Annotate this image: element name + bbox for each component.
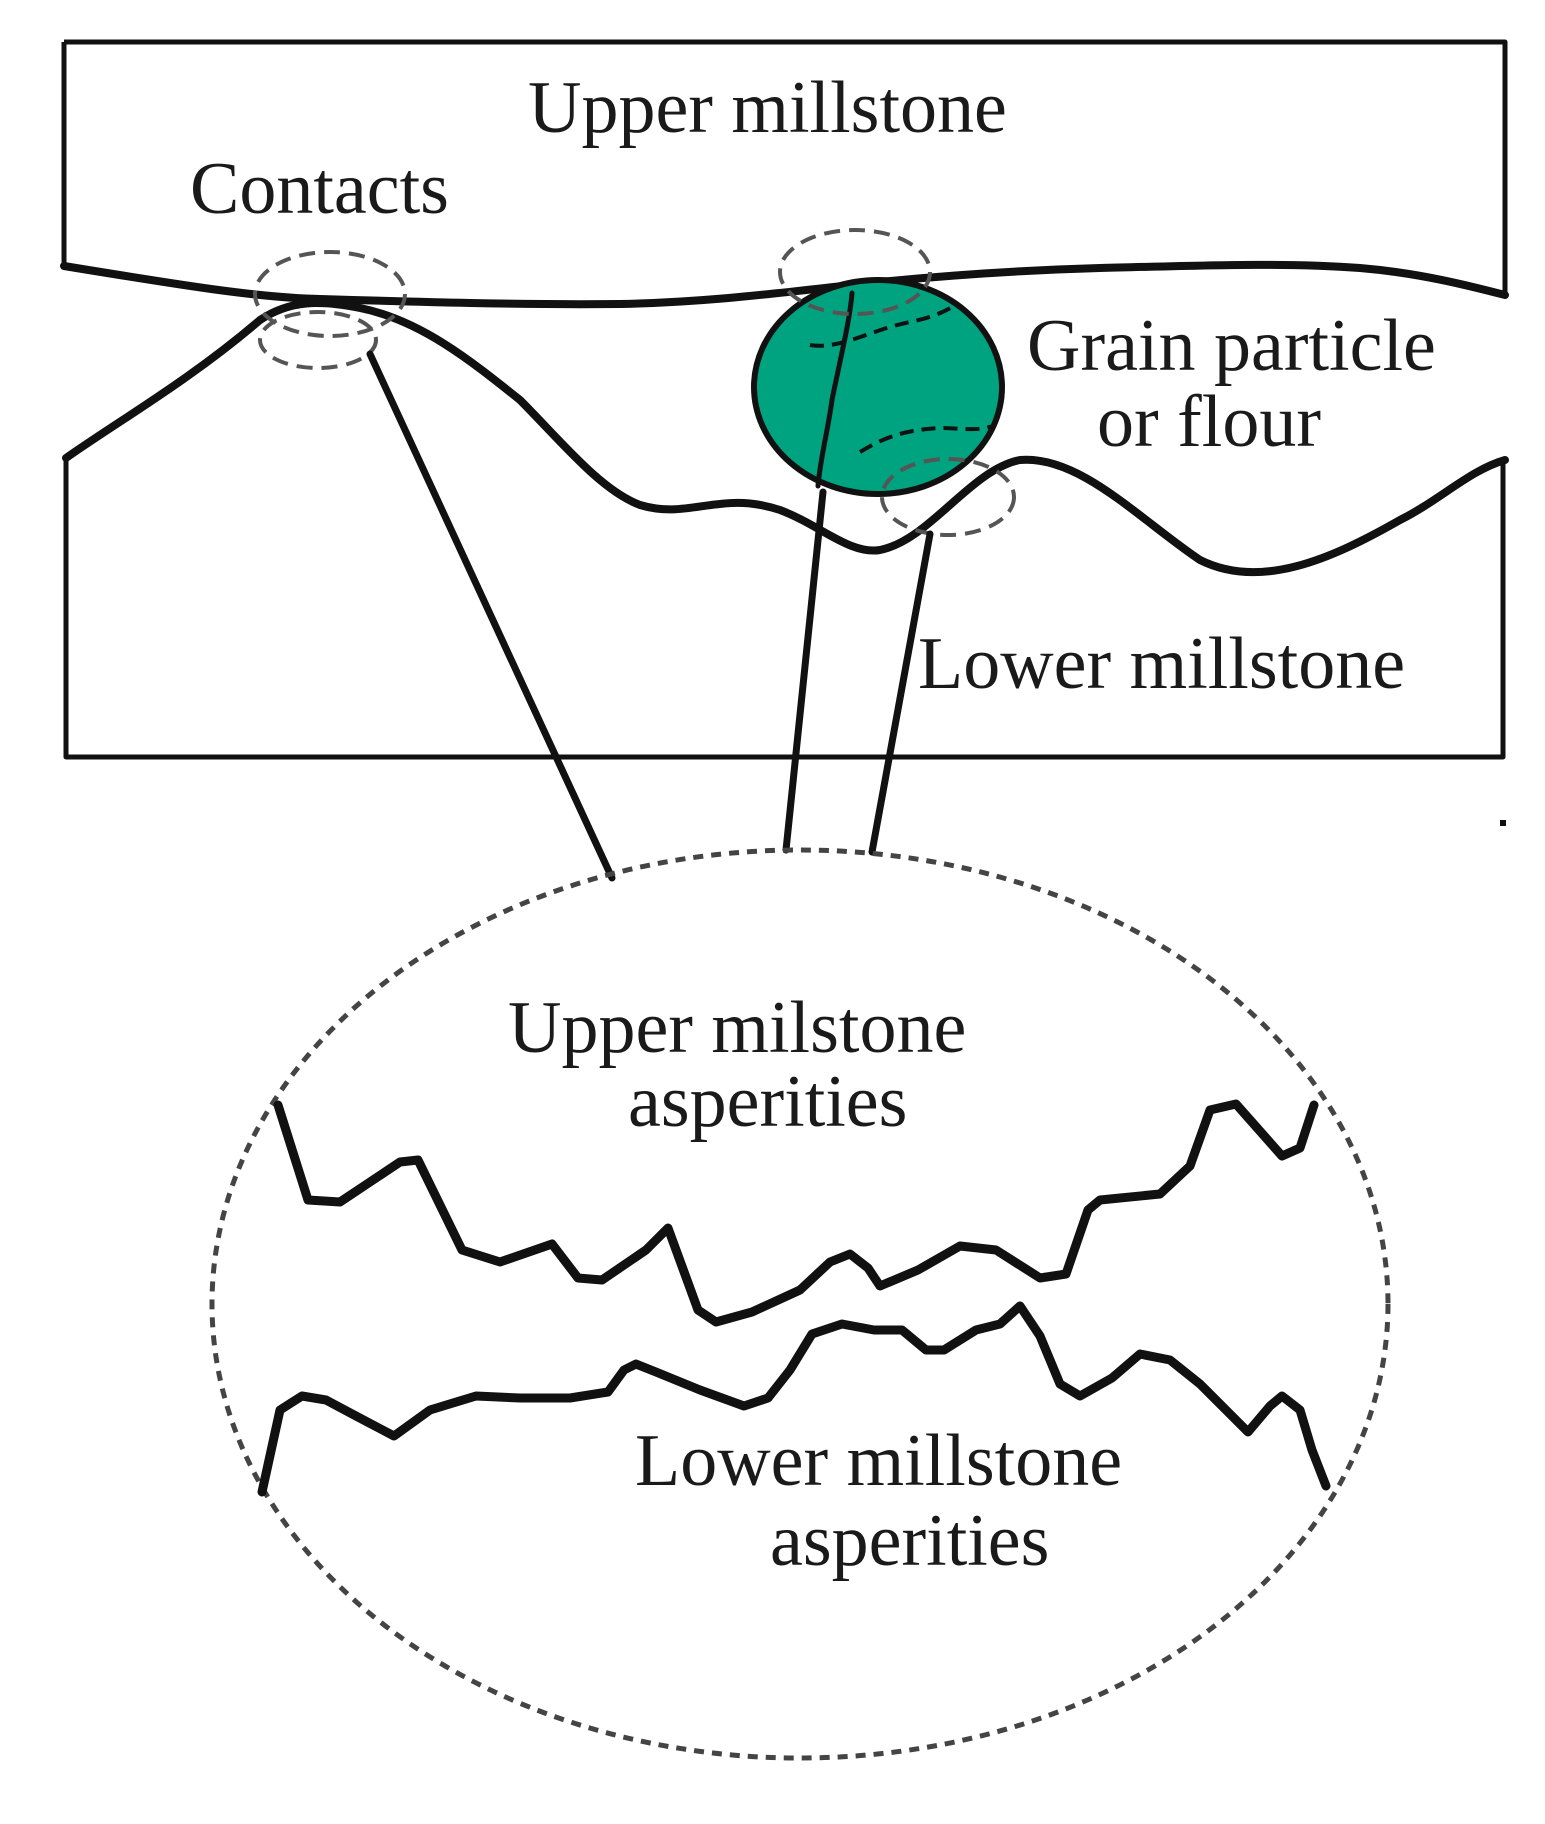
lower-millstone-outline (63, 458, 1506, 760)
label-upper-millstone: Upper millstone (528, 67, 1007, 149)
label-lower-asperities-line2: asperities (770, 1500, 1049, 1582)
label-grain-line2: or flour (1097, 381, 1321, 463)
grain-crack-upper (809, 303, 957, 348)
grain-crack-main (815, 290, 855, 489)
leader-line-left (366, 350, 616, 882)
lower-millstone-surface (62, 299, 1509, 577)
contact-ellipse-bottom-left (258, 310, 378, 370)
label-grain-line1: Grain particle (1027, 305, 1436, 387)
label-lower-millstone: Lower millstone (918, 623, 1405, 705)
grain-particle (751, 277, 1005, 497)
label-lower-asperities-line1: Lower millstone (635, 1420, 1122, 1502)
contact-ellipse-bottom-right (880, 457, 1016, 537)
stray-mark (1500, 820, 1506, 826)
leader-line-middle-right (868, 530, 934, 856)
lower-asperities-profile (257, 1301, 1331, 1497)
label-upper-asperities-line1: Upper milstone (508, 987, 966, 1069)
upper-asperities-profile (273, 1099, 1319, 1327)
label-upper-asperities-line2: asperities (628, 1061, 907, 1143)
contact-ellipse-top-right (778, 228, 932, 316)
label-contacts: Contacts (190, 148, 449, 230)
leader-line-middle-left (782, 488, 827, 854)
upper-millstone-outline (61, 39, 1508, 295)
upper-millstone-surface (60, 260, 1509, 309)
grain-crack-lower (858, 423, 996, 454)
contact-ellipse-top-left (253, 250, 407, 338)
zoom-ellipse (209, 847, 1391, 1761)
